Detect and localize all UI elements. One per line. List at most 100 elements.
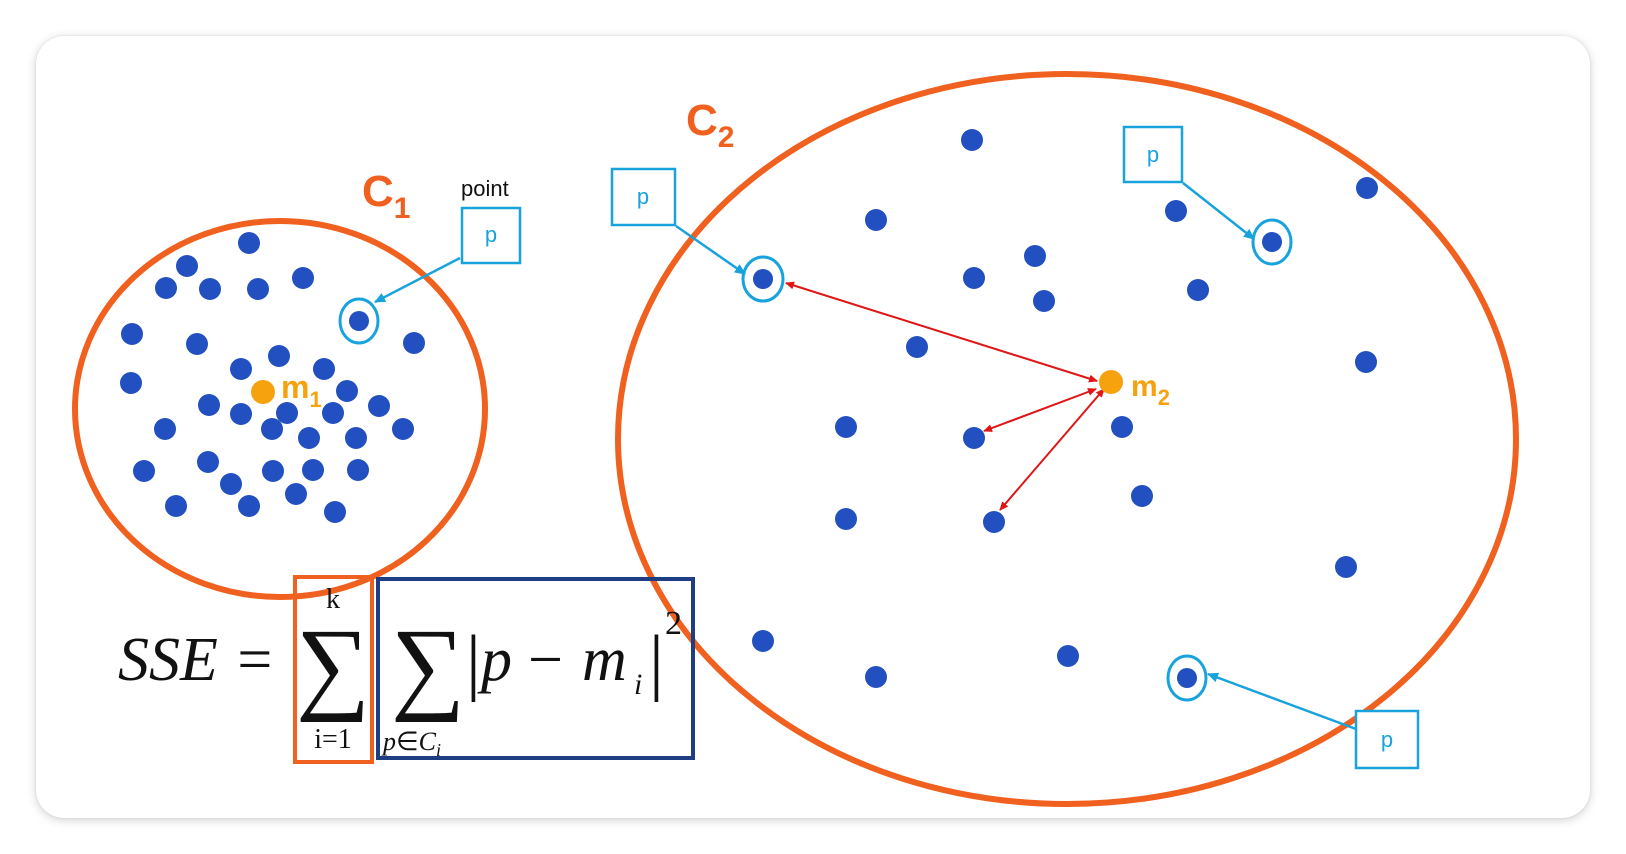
data-point — [345, 427, 367, 449]
callout-arrow — [1182, 182, 1255, 240]
diagram-card: C1 C2 — [36, 36, 1590, 818]
cluster-c1-label-main: C — [362, 167, 394, 216]
outer-sum-lower: i=1 — [314, 724, 352, 755]
callout-box-c2-top — [1122, 125, 1184, 184]
data-point — [1131, 485, 1153, 507]
centroid-m2-label-sub: 2 — [1158, 385, 1170, 410]
highlighted-point — [1262, 232, 1282, 252]
data-point — [121, 323, 143, 345]
callout-labels: p p p p — [485, 142, 1393, 752]
data-point — [983, 511, 1005, 533]
centroid-m2 — [1099, 370, 1123, 394]
data-point — [1111, 416, 1133, 438]
highlight-rings — [338, 218, 1293, 702]
data-point — [230, 403, 252, 425]
callout-label-c2-bottom: p — [1381, 727, 1393, 752]
data-point — [835, 416, 857, 438]
data-point — [1335, 556, 1357, 578]
distance-arrow — [785, 281, 1098, 383]
callout-label-c2-top: p — [1147, 142, 1159, 167]
cluster-c2-label: C2 — [686, 96, 734, 154]
callout-label-c2-left: p — [637, 184, 649, 209]
data-point — [154, 418, 176, 440]
callout-arrows — [374, 182, 1357, 731]
data-point — [324, 501, 346, 523]
inner-sum-lower: p∈Ci — [381, 727, 441, 760]
data-point — [298, 427, 320, 449]
highlight-ring — [1166, 654, 1208, 702]
cluster-c1-label-sub: 1 — [394, 192, 411, 225]
data-point — [865, 666, 887, 688]
abs-bar-right: | — [649, 621, 664, 703]
data-point — [262, 460, 284, 482]
data-point — [261, 418, 283, 440]
data-point — [302, 459, 324, 481]
outer-sum-box — [293, 575, 374, 764]
term-m: m — [582, 626, 627, 694]
callout-arrow — [1207, 672, 1357, 731]
centroid-m1-label-sub: 1 — [309, 387, 321, 412]
data-point — [197, 451, 219, 473]
centroid-m1-label-main: m — [281, 369, 309, 405]
highlighted-point — [1177, 668, 1197, 688]
term-p: p — [477, 626, 512, 694]
outer-sum-upper: k — [326, 584, 340, 615]
centroid-m2-label: m2 — [1131, 370, 1170, 410]
data-point — [961, 129, 983, 151]
data-point — [1187, 279, 1209, 301]
data-point — [865, 209, 887, 231]
callout-label-c1: p — [485, 222, 497, 247]
data-point — [120, 372, 142, 394]
callout-boxes — [460, 125, 1420, 770]
callout-box-c1 — [460, 206, 522, 265]
data-point — [247, 278, 269, 300]
exponent: 2 — [665, 605, 682, 642]
cluster-c1-label: C1 — [362, 167, 410, 225]
data-point — [322, 402, 344, 424]
data-point — [835, 508, 857, 530]
cluster-c2-points — [752, 129, 1378, 688]
highlight-ring — [1251, 218, 1293, 266]
data-point — [165, 495, 187, 517]
data-point — [199, 278, 221, 300]
data-point — [268, 345, 290, 367]
data-point — [176, 255, 198, 277]
distance-arrow — [983, 388, 1097, 432]
data-point — [133, 460, 155, 482]
point-caption: point — [461, 176, 509, 201]
highlight-ring — [741, 255, 785, 303]
data-point — [238, 495, 260, 517]
data-point — [198, 394, 220, 416]
data-point — [1356, 177, 1378, 199]
data-point — [1355, 351, 1377, 373]
cluster-c2-label-main: C — [686, 96, 718, 145]
data-point — [186, 333, 208, 355]
abs-bar-left: | — [466, 621, 481, 703]
sse-diagram: C1 C2 — [72, 71, 1519, 807]
sse-formula: SSE = k ∑ i=1 ∑ p∈Ci | p − m i | 2 — [118, 584, 682, 760]
data-point — [238, 232, 260, 254]
cluster-c2-outline — [615, 71, 1519, 807]
outer-sum-sigma: ∑ — [296, 608, 370, 723]
centroid-m2-label-main: m — [1131, 370, 1158, 403]
inner-lower-in: ∈ — [396, 727, 419, 756]
callout-box-c2-bottom — [1354, 709, 1420, 770]
data-point — [230, 358, 252, 380]
inner-lower-i: i — [436, 740, 441, 760]
highlight-ring — [338, 297, 380, 345]
inner-lower-p: p — [381, 727, 396, 756]
inner-lower-c: C — [419, 727, 437, 756]
data-point — [906, 336, 928, 358]
data-point — [403, 332, 425, 354]
data-point — [752, 630, 774, 652]
term-i: i — [634, 668, 642, 701]
centroid-m1 — [251, 380, 275, 404]
callout-arrow — [374, 256, 461, 304]
inner-sum-box — [376, 577, 695, 760]
cluster-c2-label-sub: 2 — [718, 121, 735, 154]
data-point — [336, 380, 358, 402]
data-point — [1024, 245, 1046, 267]
data-point — [292, 267, 314, 289]
formula-lhs: SSE = — [118, 626, 275, 694]
data-point — [1033, 290, 1055, 312]
